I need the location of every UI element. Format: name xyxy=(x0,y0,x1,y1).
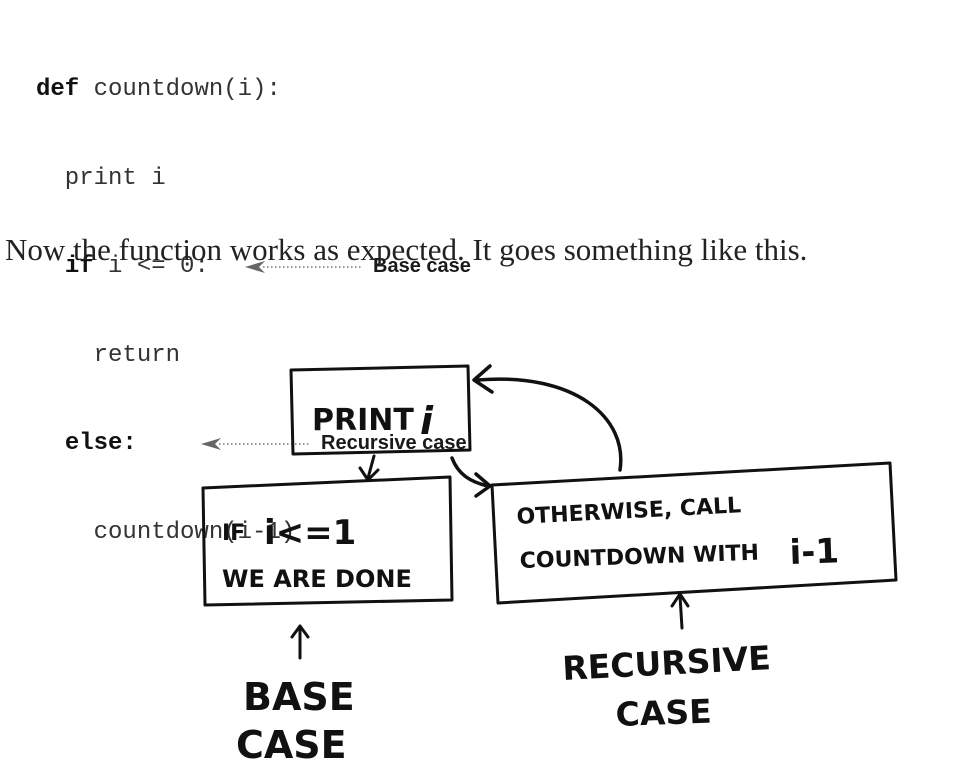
code-text: countdown(i-1) xyxy=(36,518,296,546)
base-box: IF i<=1 WE ARE DONE xyxy=(201,475,454,607)
base-box-expr: i<=1 xyxy=(264,513,356,553)
base-case-label-line1: BASE xyxy=(243,675,355,719)
recursive-case-label-line1: RECURSIVE xyxy=(561,638,771,688)
code-line-1: def countdown(i): xyxy=(36,75,295,105)
down-arrow-icon xyxy=(358,454,380,482)
base-box-line2: WE ARE DONE xyxy=(222,565,412,593)
print-box-var: i xyxy=(420,399,434,443)
print-box: PRINT i xyxy=(289,364,472,456)
recursion-diagram: PRINT i IF i<=1 WE ARE DONE OTHERWISE, C… xyxy=(201,364,898,767)
up-arrow-icon xyxy=(670,592,690,630)
code-keyword-def: def xyxy=(36,76,80,103)
recursive-box: OTHERWISE, CALL COUNTDOWN WITH i-1 xyxy=(490,461,898,605)
code-line-5: else: Recursive case xyxy=(36,429,467,459)
recursive-box-expr: i-1 xyxy=(789,531,840,573)
recursive-case-annotation: Recursive case xyxy=(201,429,467,459)
code-line-6: countdown(i-1) xyxy=(36,518,296,548)
recursive-case-annotation-text: Recursive case xyxy=(321,432,467,454)
left-arrow-icon xyxy=(245,260,363,273)
right-arrow-icon xyxy=(450,456,492,498)
left-arrow-icon xyxy=(201,437,311,450)
code-keyword-if: if xyxy=(64,253,94,280)
code-line-4: return xyxy=(36,341,295,371)
code-block: def countdown(i): print i if i <= 0: Base… xyxy=(36,16,471,577)
base-case-annotation: Base case xyxy=(245,252,471,282)
code-text: return xyxy=(36,341,181,369)
base-case-annotation-text: Base case xyxy=(373,255,471,277)
body-paragraph: Now the function works as expected. It g… xyxy=(5,232,808,267)
code-line-2: print i xyxy=(36,164,295,194)
base-case-label-line2: CASE xyxy=(236,723,347,767)
code-text: countdown(i): xyxy=(79,76,281,103)
loop-back-arrow-icon xyxy=(472,364,623,472)
code-text: print i xyxy=(36,164,166,192)
recursive-box-line2: COUNTDOWN WITH xyxy=(519,541,759,574)
recursive-box-line1: OTHERWISE, CALL xyxy=(516,493,742,530)
recursive-case-label-line2: CASE xyxy=(615,692,712,734)
print-box-word: PRINT xyxy=(312,403,414,438)
code-text: i <= 0: xyxy=(93,253,209,280)
base-box-if: IF xyxy=(222,521,245,546)
code-keyword-else: else: xyxy=(64,430,137,457)
up-arrow-icon xyxy=(290,624,310,660)
code-line-3: if i <= 0: Base case xyxy=(36,252,471,282)
